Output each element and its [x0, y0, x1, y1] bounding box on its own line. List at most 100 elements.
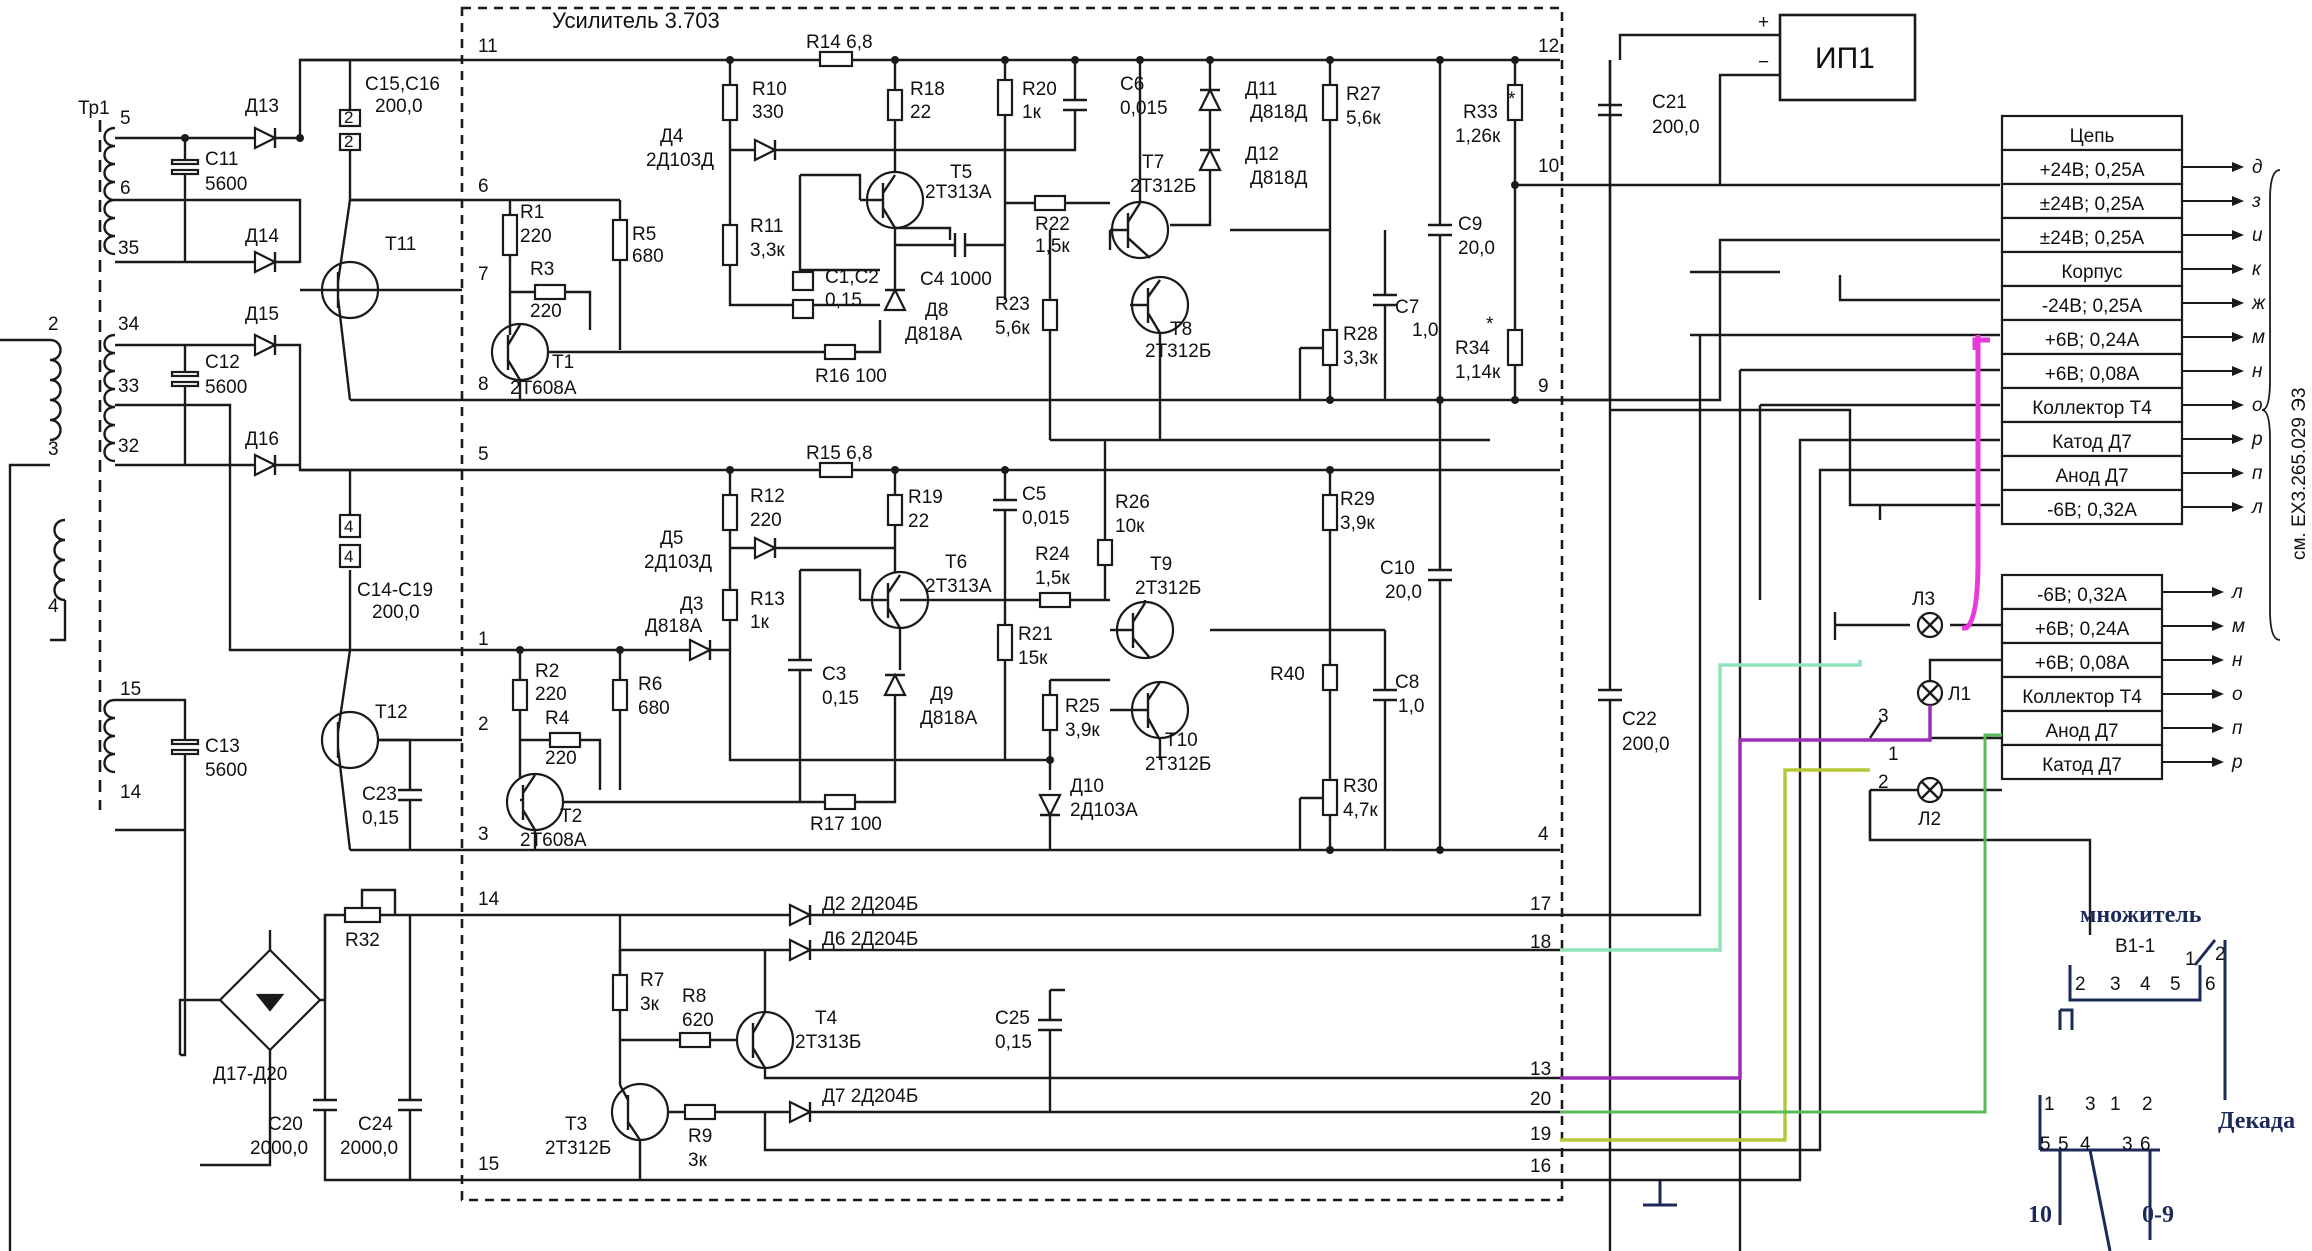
svg-text:T3: T3 — [565, 1114, 587, 1135]
svg-text:Д818А: Д818А — [905, 324, 963, 345]
svg-text:C13: C13 — [205, 736, 240, 757]
svg-text:Д13: Д13 — [245, 96, 279, 117]
lamp-table-row-cell — [2000, 607, 2164, 645]
svg-text:2Т312Б: 2Т312Б — [545, 1138, 611, 1159]
lamp-table-row-cell — [2000, 573, 2164, 611]
svg-text:Д5: Д5 — [660, 528, 683, 549]
svg-text:5: 5 — [478, 444, 489, 465]
svg-text:200,0: 200,0 — [1652, 117, 1700, 138]
svg-text:20: 20 — [1530, 1089, 1551, 1110]
svg-text:T9: T9 — [1150, 554, 1172, 575]
svg-text:3к: 3к — [640, 994, 660, 1015]
circuit-table-row-letter: м — [2252, 327, 2265, 348]
svg-text:C6: C6 — [1120, 74, 1144, 95]
tr1-pin-3: 3 — [48, 439, 59, 460]
svg-text:R15 6,8: R15 6,8 — [806, 443, 873, 464]
lamp-table-row-letter: л — [2231, 582, 2243, 603]
circuit-table-row-arrow — [2232, 162, 2244, 172]
svg-text:R40: R40 — [1270, 664, 1305, 685]
svg-text:Д3: Д3 — [680, 594, 703, 615]
svg-text:C5: C5 — [1022, 484, 1046, 505]
svg-text:0,015: 0,015 — [1022, 508, 1070, 529]
ip1-label: ИП1 — [1815, 42, 1875, 75]
lamp-table-row-letter: н — [2232, 650, 2243, 671]
circuit-table-row-arrow — [2232, 434, 2244, 444]
svg-text:6: 6 — [2140, 1134, 2151, 1155]
circuit-table-row-label: Корпус — [2061, 262, 2122, 283]
svg-text:18: 18 — [1530, 932, 1551, 953]
circuit-table-row-letter: п — [2252, 463, 2263, 484]
tr1-pin-33: 33 — [118, 376, 139, 397]
svg-text:R21: R21 — [1018, 624, 1053, 645]
lamp-table-row-arrow — [2212, 723, 2224, 733]
svg-text:7: 7 — [478, 264, 489, 285]
svg-text:Д7 2Д204Б: Д7 2Д204Б — [822, 1086, 918, 1107]
svg-text:1: 1 — [1888, 744, 1899, 765]
svg-text:2000,0: 2000,0 — [340, 1138, 398, 1159]
svg-text:C22: C22 — [1622, 709, 1657, 730]
circuit-table-row-letter: и — [2252, 225, 2263, 246]
svg-text:330: 330 — [752, 102, 784, 123]
svg-text:C3: C3 — [822, 664, 846, 685]
svg-text:3: 3 — [2122, 1134, 2133, 1155]
multiplier-title: множитель — [2080, 902, 2202, 928]
svg-text:1к: 1к — [1022, 102, 1042, 123]
svg-text:2Т313Б: 2Т313Б — [795, 1032, 861, 1053]
svg-text:Д8: Д8 — [925, 300, 948, 321]
svg-text:T6: T6 — [945, 552, 967, 573]
svg-text:20,0: 20,0 — [1458, 238, 1495, 259]
svg-text:22: 22 — [908, 511, 929, 532]
svg-text:220: 220 — [535, 684, 567, 705]
svg-text:8: 8 — [478, 374, 489, 395]
svg-text:R10: R10 — [752, 79, 787, 100]
tr1-label: Тр1 — [78, 98, 110, 119]
multiplier-switch-label: В1-1 — [2115, 936, 2155, 957]
circuit-table-row-letter: о — [2252, 395, 2263, 416]
svg-text:2: 2 — [1878, 772, 1889, 793]
svg-text:R16 100: R16 100 — [815, 366, 887, 387]
svg-text:C20: C20 — [268, 1114, 303, 1135]
svg-text:4: 4 — [1538, 824, 1549, 845]
svg-text:9: 9 — [1538, 376, 1549, 397]
svg-text:2Т608А: 2Т608А — [510, 378, 577, 399]
svg-text:R6: R6 — [638, 674, 662, 695]
svg-text:R8: R8 — [682, 986, 706, 1007]
tr1-pin-15: 15 — [120, 679, 141, 700]
svg-text:2: 2 — [478, 714, 489, 735]
svg-text:C7: C7 — [1395, 297, 1419, 318]
circuit-table-row-arrow — [2232, 366, 2244, 376]
svg-text:R14 6,8: R14 6,8 — [806, 32, 873, 53]
lamp-table-row-label: Анод Д7 — [2045, 721, 2118, 742]
lamp-table-row-arrow — [2212, 587, 2224, 597]
svg-text:1,26к: 1,26к — [1455, 126, 1501, 147]
svg-text:220: 220 — [530, 301, 562, 322]
svg-text:1,0: 1,0 — [1398, 696, 1424, 717]
svg-text:3,9к: 3,9к — [1340, 513, 1375, 534]
svg-text:1: 1 — [478, 629, 489, 650]
svg-text:R25: R25 — [1065, 696, 1100, 717]
svg-text:20,0: 20,0 — [1385, 582, 1422, 603]
svg-text:14: 14 — [478, 889, 500, 910]
svg-text:C8: C8 — [1395, 672, 1419, 693]
svg-text:R2: R2 — [535, 661, 559, 682]
svg-text:13: 13 — [1530, 1059, 1551, 1080]
circuit-table-row-arrow — [2232, 332, 2244, 342]
svg-text:2Д103А: 2Д103А — [1070, 800, 1138, 821]
lamp-table-row-letter: р — [2231, 752, 2243, 773]
circuit-table-row-arrow — [2232, 264, 2244, 274]
svg-text:1: 1 — [2110, 1094, 2121, 1115]
tr1-pin-35: 35 — [118, 238, 139, 259]
svg-text:10к: 10к — [1115, 516, 1145, 537]
svg-text:C9: C9 — [1458, 214, 1482, 235]
svg-text:2Т312Б: 2Т312Б — [1130, 176, 1196, 197]
amplifier-board-outline — [460, 6, 1564, 1202]
circuit-table-row-arrow — [2232, 468, 2244, 478]
lamp-table-row-label: +6В; 0,08А — [2035, 653, 2130, 674]
svg-text:220: 220 — [520, 226, 552, 247]
svg-text:4,7к: 4,7к — [1343, 800, 1378, 821]
svg-text:2Т608А: 2Т608А — [520, 830, 587, 851]
circuit-table-header: Цепь — [2070, 126, 2115, 147]
